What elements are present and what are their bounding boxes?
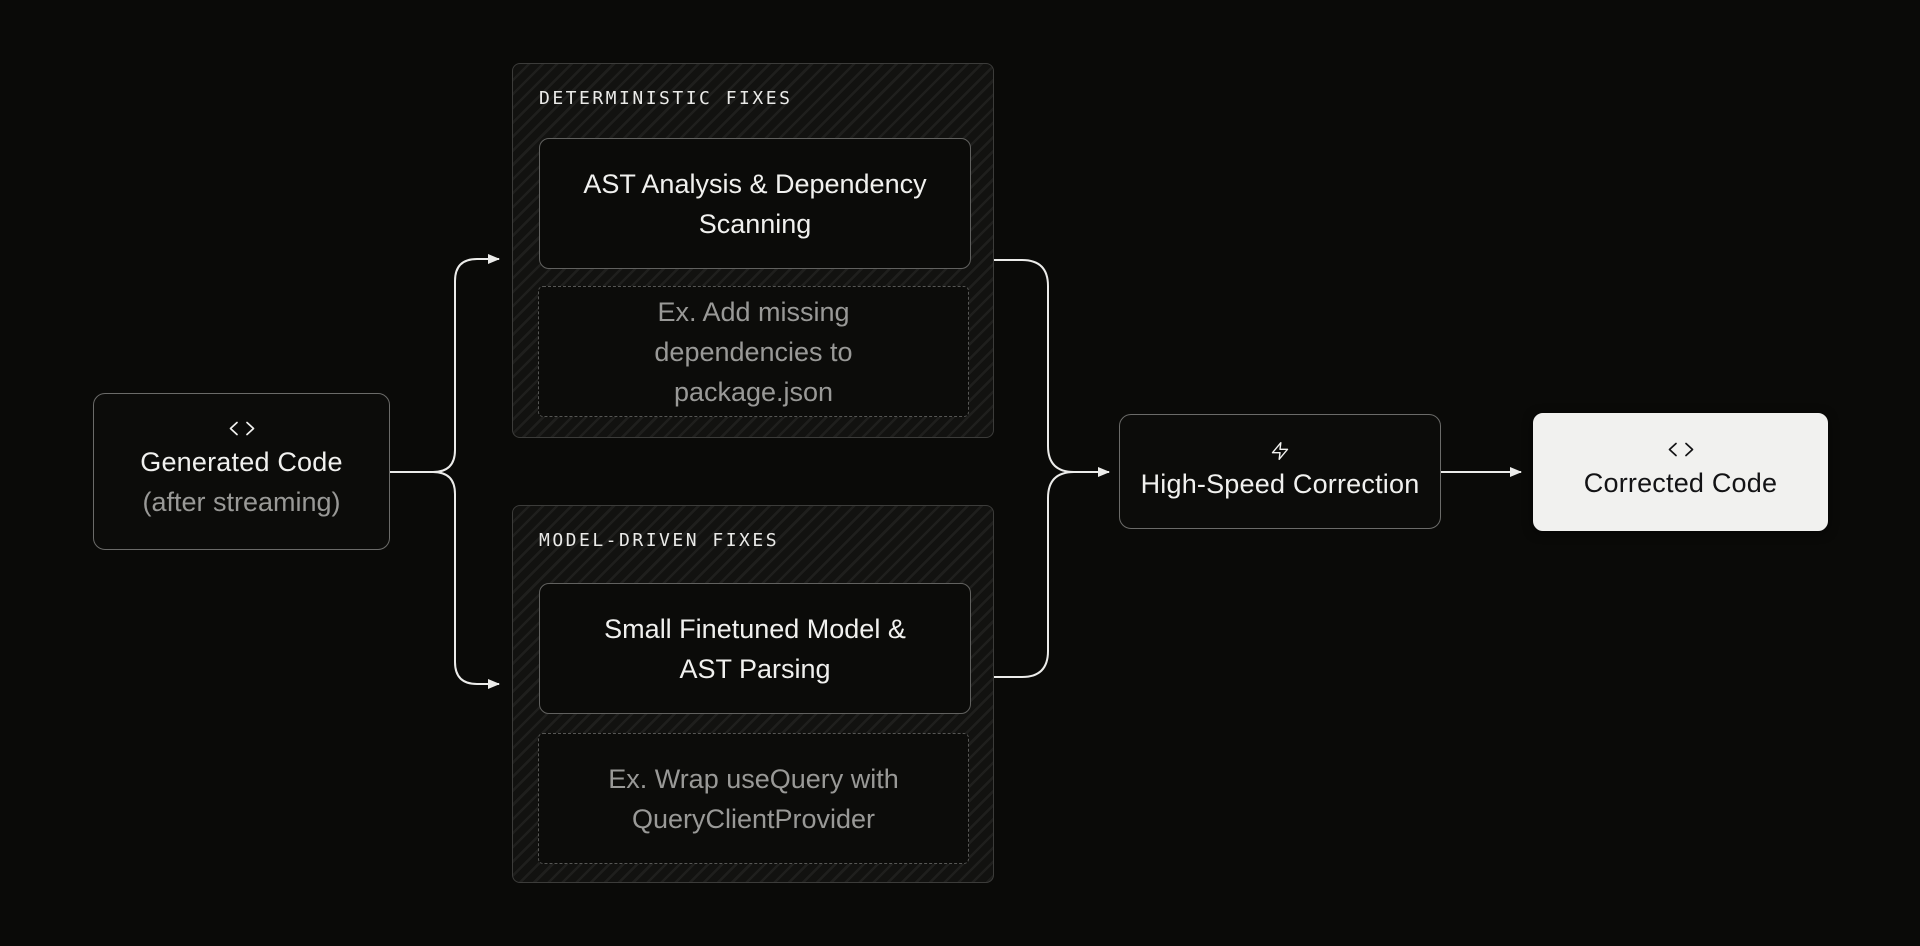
node-title: Corrected Code	[1583, 467, 1778, 498]
wire-generated-to-model	[390, 471, 500, 689]
step-box-finetuned-model: Small Finetuned Model & AST Parsing	[539, 583, 971, 714]
panel-deterministic-fixes: DETERMINISTIC FIXES AST Analysis & Depen…	[512, 63, 994, 438]
node-generated-code: Generated Code (after streaming)	[93, 393, 390, 550]
node-corrected-code: Corrected Code	[1533, 413, 1828, 531]
node-title: High-Speed Correction	[1140, 468, 1420, 499]
node-subtitle: (after streaming)	[142, 487, 341, 517]
panel-model-driven-fixes: MODEL-DRIVEN FIXES Small Finetuned Model…	[512, 505, 994, 883]
panel-title: MODEL-DRIVEN FIXES	[539, 530, 780, 551]
panel-title: DETERMINISTIC FIXES	[539, 88, 793, 109]
step-box-ast-analysis: AST Analysis & Dependency Scanning	[539, 138, 971, 269]
wire-deterministic-to-highspeed	[994, 259, 1110, 477]
wire-model-to-highspeed	[994, 471, 1075, 678]
node-high-speed-correction: High-Speed Correction	[1119, 414, 1441, 529]
code-icon	[229, 421, 254, 436]
lightning-icon	[1271, 441, 1289, 460]
example-box-usequery: Ex. Wrap useQuery with QueryClientProvid…	[538, 733, 969, 864]
example-box-dependencies: Ex. Add missing dependencies to package.…	[538, 286, 969, 417]
wire-generated-to-deterministic	[390, 254, 500, 473]
node-title: Generated Code	[140, 447, 343, 477]
code-icon	[1668, 442, 1693, 456]
